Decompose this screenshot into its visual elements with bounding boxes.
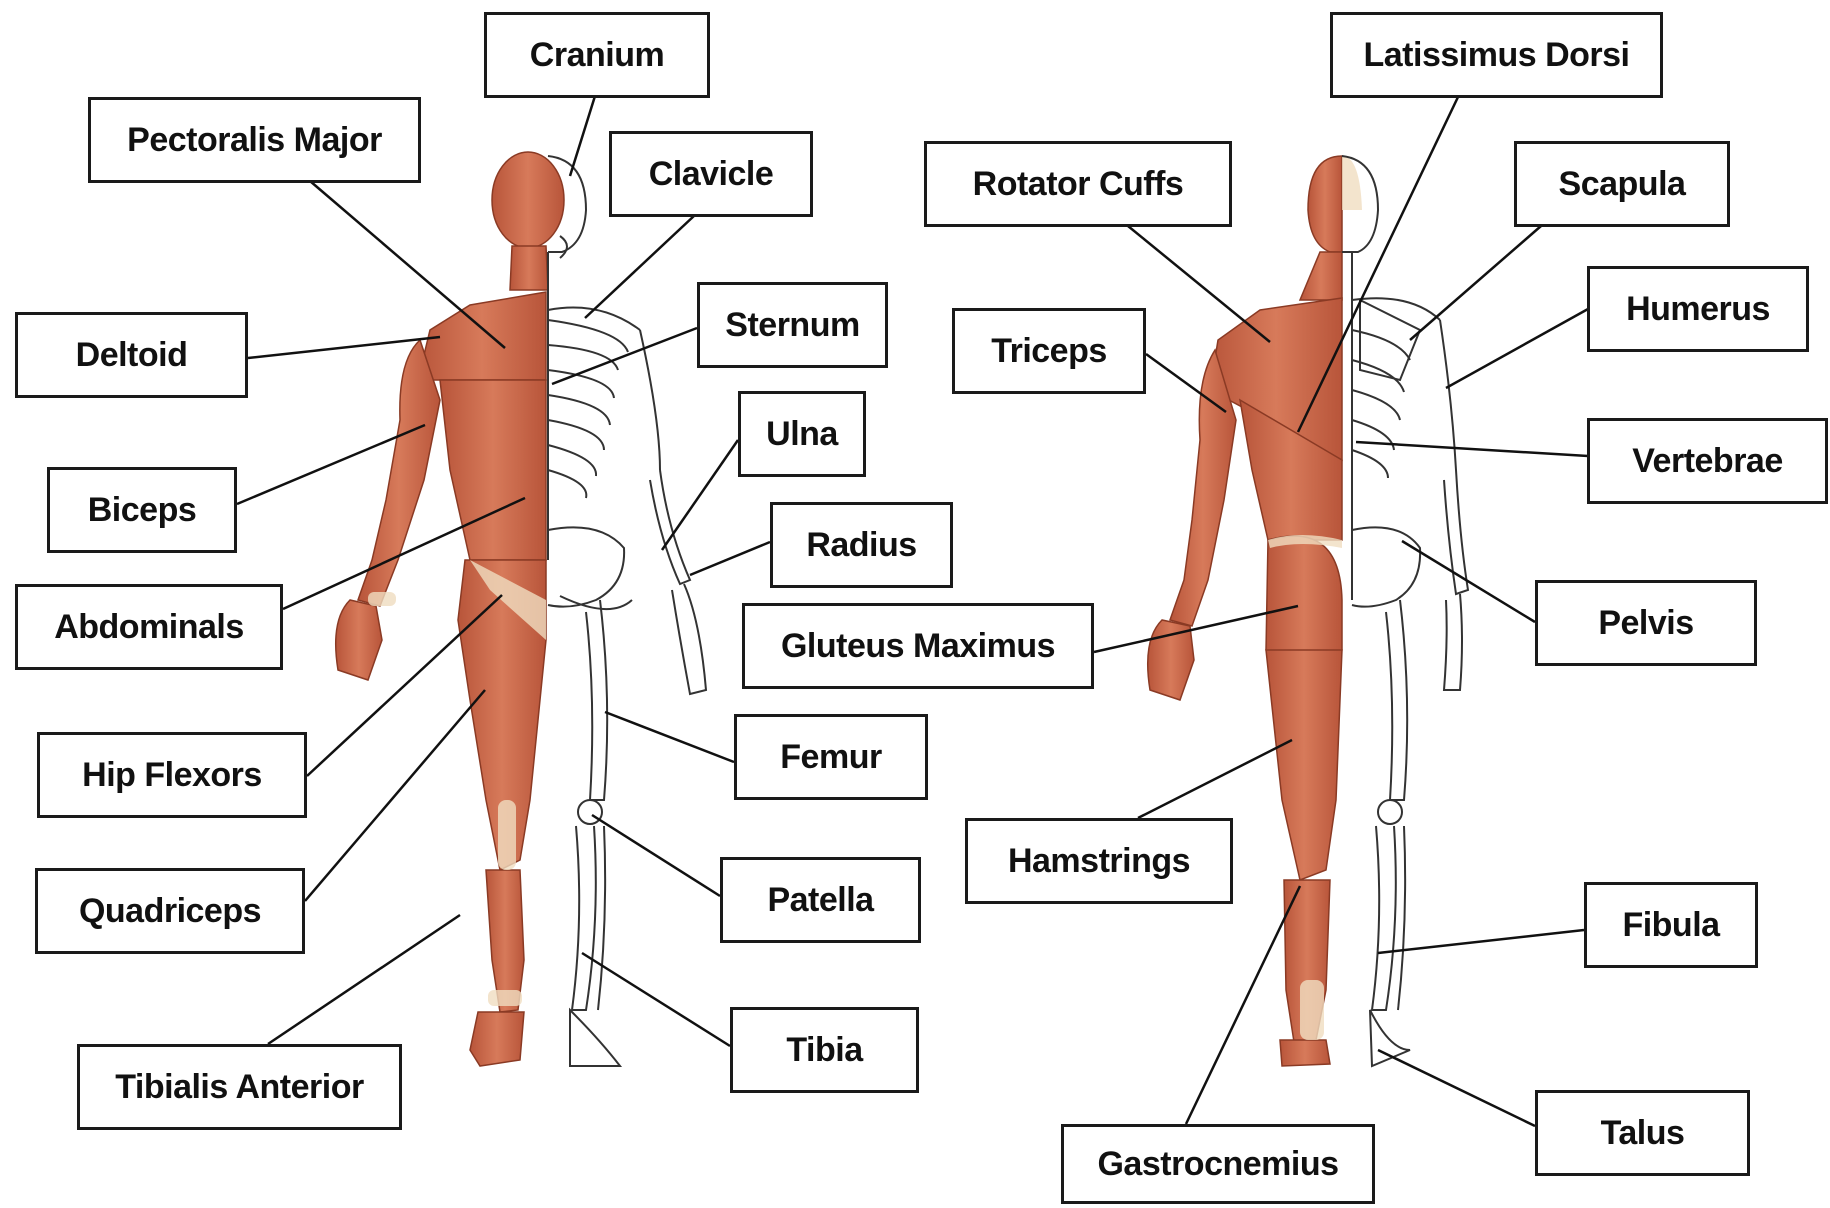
label-abdominals: Abdominals (15, 584, 283, 670)
leader-humerus (1446, 309, 1588, 388)
label-fibula: Fibula (1584, 882, 1758, 968)
leader-gastrocnemius (1186, 886, 1300, 1124)
label-pectoralis-major: Pectoralis Major (88, 97, 421, 183)
leader-quadriceps (305, 690, 485, 901)
label-deltoid: Deltoid (15, 312, 248, 398)
leader-patella (592, 815, 720, 896)
label-latissimus-dorsi: Latissimus Dorsi (1330, 12, 1663, 98)
label-tibialis-anterior: Tibialis Anterior (77, 1044, 402, 1130)
leader-talus (1378, 1050, 1535, 1126)
label-quadriceps: Quadriceps (35, 868, 305, 954)
label-patella: Patella (720, 857, 921, 943)
label-scapula: Scapula (1514, 141, 1730, 227)
leader-femur (605, 712, 734, 762)
label-femur: Femur (734, 714, 928, 800)
leader-fibula (1378, 930, 1584, 953)
leader-rotator-cuffs (1128, 226, 1270, 342)
front-figure (336, 152, 706, 1066)
label-gastrocnemius: Gastrocnemius (1061, 1124, 1375, 1204)
label-talus: Talus (1535, 1090, 1750, 1176)
leader-ulna (662, 440, 738, 550)
leader-pectoralis-major (310, 181, 505, 348)
label-cranium: Cranium (484, 12, 710, 98)
label-triceps: Triceps (952, 308, 1146, 394)
leader-scapula (1410, 226, 1541, 340)
leader-sternum (552, 328, 697, 384)
label-vertebrae: Vertebrae (1587, 418, 1828, 504)
label-humerus: Humerus (1587, 266, 1809, 352)
label-biceps: Biceps (47, 467, 237, 553)
leader-radius (690, 542, 770, 575)
label-gluteus-maximus: Gluteus Maximus (742, 603, 1094, 689)
back-skeleton-half (1342, 156, 1468, 1066)
back-muscle-half (1148, 156, 1342, 1066)
front-skeleton-half (548, 156, 706, 1066)
label-pelvis: Pelvis (1535, 580, 1757, 666)
label-sternum: Sternum (697, 282, 888, 368)
label-hip-flexors: Hip Flexors (37, 732, 307, 818)
label-hamstrings: Hamstrings (965, 818, 1233, 904)
label-rotator-cuffs: Rotator Cuffs (924, 141, 1232, 227)
leader-clavicle (585, 215, 695, 318)
leader-vertebrae (1356, 442, 1588, 456)
label-tibia: Tibia (730, 1007, 919, 1093)
label-ulna: Ulna (738, 391, 866, 477)
leader-hamstrings (1138, 740, 1292, 818)
leader-cranium (570, 96, 595, 176)
leader-pelvis (1402, 541, 1535, 622)
leader-tibia (582, 953, 730, 1046)
back-figure (1148, 156, 1468, 1066)
label-clavicle: Clavicle (609, 131, 813, 217)
label-radius: Radius (770, 502, 953, 588)
